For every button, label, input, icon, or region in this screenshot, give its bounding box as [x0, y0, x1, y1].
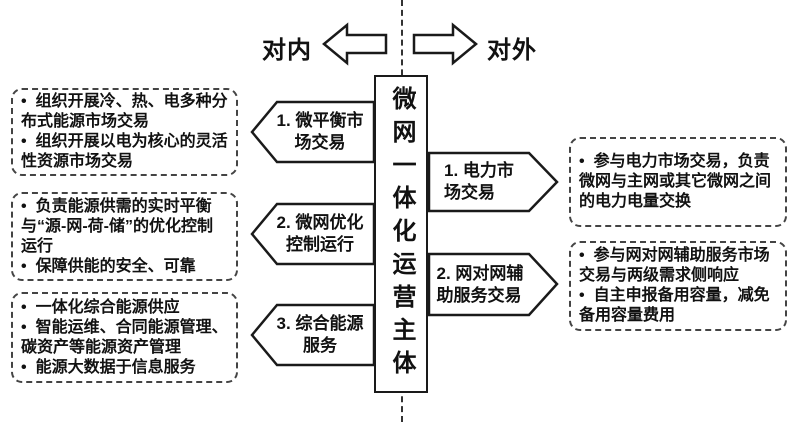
external-direction-label: 对外	[487, 37, 537, 64]
bullet-item: •负责能源供需的实时平衡与“源-网-荷-储”的优化控制运行	[21, 197, 228, 257]
bullet-text: 参与网对网辅助服务市场交易与两级需求侧响应	[579, 247, 770, 284]
bullet-text: 能源大数据于信息服务	[35, 358, 196, 376]
bullet-item: • 保障供能的安全、可靠	[21, 257, 228, 277]
internal-chevron-1: 1. 微平衡市场交易	[250, 100, 376, 164]
bullet-text: 自主申报备用容量，减免备用容量费用	[579, 287, 770, 324]
bullet-item: •组织开展冷、热、电多种分布式能源市场交易	[21, 92, 228, 132]
bullet-icon: •	[579, 247, 585, 264]
bullet-icon: •	[21, 197, 27, 215]
bullet-item: • 能源大数据于信息服务	[21, 358, 228, 378]
internal-detail-box-1: •组织开展冷、热、电多种分布式能源市场交易 •组织开展以电为核心的灵活性资源市场…	[11, 88, 238, 176]
internal-chevron-3: 3. 综合能源服务	[250, 303, 376, 367]
bullet-item: •参与电力市场交易，负责微网与主网或其它微网之间的电力电量交换	[579, 152, 777, 212]
bullet-icon: •	[21, 358, 27, 376]
external-arrow-1-label: 1. 电力市场交易	[444, 161, 514, 202]
bullet-item: •自主申报备用容量，减免备用容量费用	[579, 286, 777, 326]
internal-chevron-3-label: 3. 综合能源服务	[276, 314, 364, 355]
bullet-text: 参与电力市场交易，负责微网与主网或其它微网之间的电力电量交换	[579, 153, 772, 210]
bullet-item: • 一体化综合能源供应	[21, 298, 228, 318]
bullet-text: 组织开展冷、热、电多种分布式能源市场交易	[21, 93, 228, 130]
bullet-item: •参与网对网辅助服务市场交易与两级需求侧响应	[579, 246, 777, 286]
bullet-icon: •	[21, 298, 27, 316]
bullet-text: 一体化综合能源供应	[35, 298, 180, 316]
bullet-icon: •	[21, 133, 27, 150]
bullet-text: 负责能源供需的实时平衡与“源-网-荷-储”的优化控制运行	[21, 197, 213, 255]
external-detail-box-2: •参与网对网辅助服务市场交易与两级需求侧响应 •自主申报备用容量，减免备用容量费…	[569, 241, 787, 331]
internal-chevron-1-label: 1. 微平衡市场交易	[276, 111, 364, 152]
bullet-text: 组织开展以电为核心的灵活性资源市场交易	[21, 133, 228, 170]
right-block-arrow-icon	[412, 22, 478, 66]
bullet-text: 保障供能的安全、可靠	[35, 257, 196, 275]
center-entity-box: 微网一体化运营主体	[374, 75, 428, 393]
bullet-icon: •	[21, 257, 27, 275]
external-arrow-1: 1. 电力市场交易	[427, 151, 559, 213]
bullet-item: •智能运维、合同能源管理、碳资产等能源资产管理	[21, 318, 228, 358]
center-entity-title: 微网一体化运营主体	[388, 85, 415, 383]
external-arrow-2-label: 2. 网对网辅助服务交易	[436, 263, 524, 305]
internal-detail-box-2: •负责能源供需的实时平衡与“源-网-荷-储”的优化控制运行 •保障供能的安全、可…	[11, 192, 238, 281]
left-block-arrow-icon	[322, 22, 388, 66]
internal-detail-box-3: •一体化综合能源供应 •智能运维、合同能源管理、碳资产等能源资产管理 •能源大数…	[11, 292, 238, 383]
bullet-icon: •	[21, 318, 27, 336]
internal-direction-label: 对内	[262, 37, 312, 64]
bullet-item: •组织开展以电为核心的灵活性资源市场交易	[21, 132, 228, 172]
external-detail-box-1: •参与电力市场交易，负责微网与主网或其它微网之间的电力电量交换	[569, 137, 787, 227]
bullet-icon: •	[579, 287, 585, 304]
external-arrow-2: 2. 网对网辅助服务交易	[427, 252, 559, 317]
internal-chevron-2-label: 2. 微网优化控制运行	[276, 213, 364, 254]
bullet-icon: •	[579, 153, 585, 170]
bullet-text: 智能运维、合同能源管理、碳资产等能源资产管理	[21, 318, 228, 356]
internal-chevron-2: 2. 微网优化控制运行	[250, 202, 376, 266]
bullet-icon: •	[21, 93, 27, 110]
